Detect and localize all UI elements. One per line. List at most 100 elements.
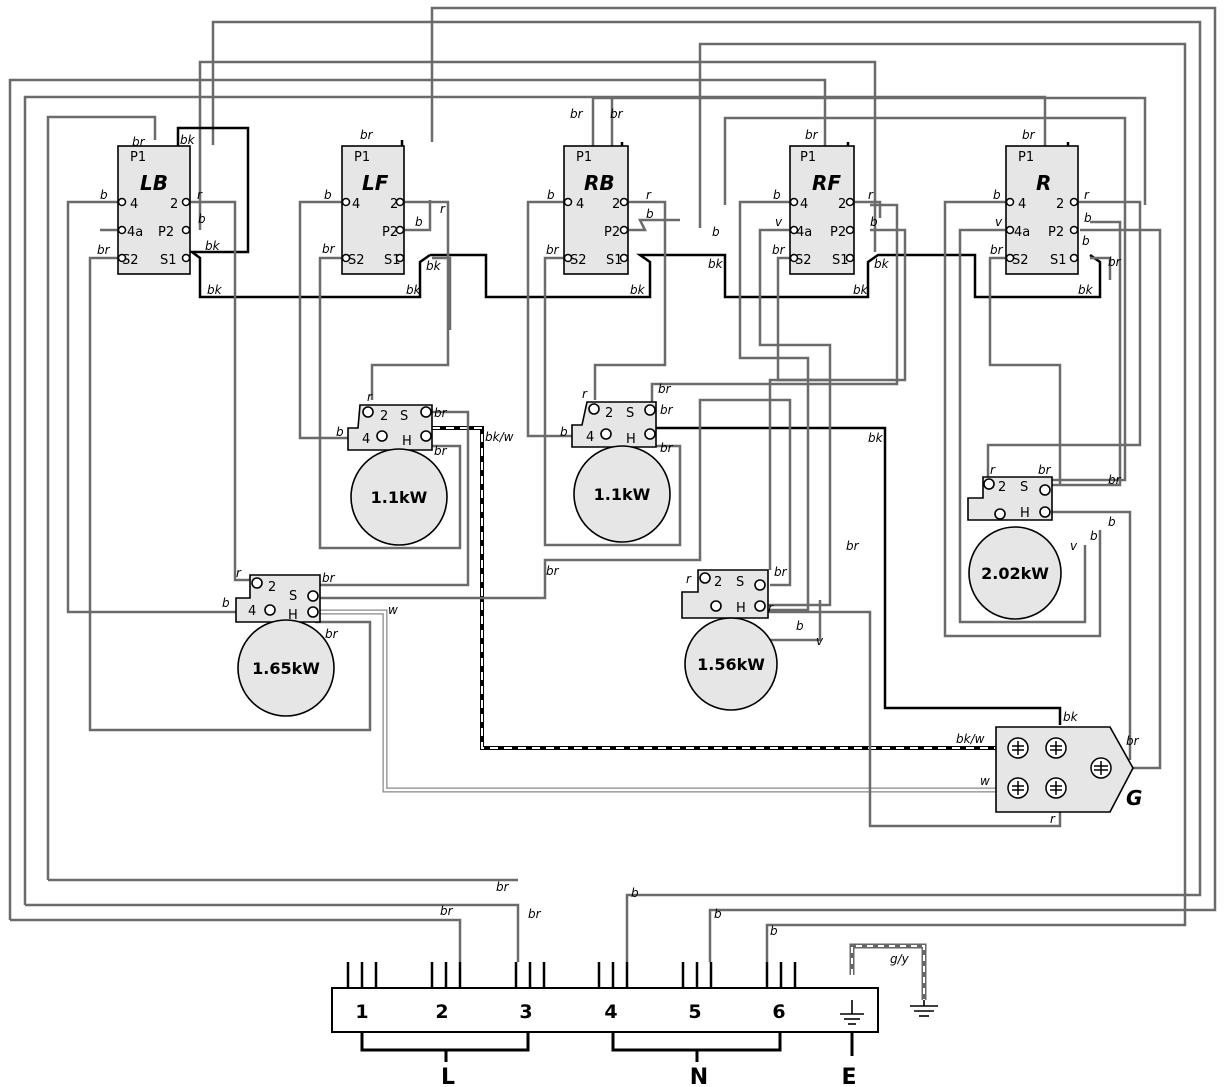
svg-text:H: H (626, 432, 636, 447)
svg-text:4: 4 (576, 197, 584, 212)
svg-text:b: b (324, 188, 332, 202)
svg-text:b: b (631, 886, 639, 900)
svg-text:v: v (1070, 539, 1078, 553)
svg-text:b: b (560, 425, 568, 439)
svg-text:4: 4 (248, 604, 256, 619)
svg-text:bk: bk (406, 283, 422, 297)
svg-text:bk: bk (205, 239, 221, 253)
switch-rf: RF P1 4 2 4a P2 S2 S1 (789, 145, 855, 275)
glow-unit: G (995, 726, 1142, 813)
svg-text:b: b (415, 215, 423, 229)
svg-text:bk: bk (868, 431, 884, 445)
svg-text:r: r (197, 188, 203, 202)
svg-text:S: S (289, 589, 297, 604)
svg-text:br: br (440, 904, 454, 918)
svg-text:2: 2 (268, 580, 276, 595)
svg-text:w: w (388, 603, 398, 617)
hotplate-rb: 2 S 4 H 1.1kW (571, 401, 671, 543)
power-rating: 1.56kW (697, 655, 765, 674)
svg-text:S2: S2 (122, 253, 139, 268)
svg-text:S: S (400, 409, 408, 424)
svg-text:4a: 4a (796, 225, 812, 240)
gy-wire (849, 943, 927, 1000)
svg-text:br: br (1126, 734, 1140, 748)
svg-text:b: b (770, 924, 778, 938)
svg-text:br: br (360, 128, 374, 142)
svg-text:bk: bk (1078, 283, 1094, 297)
svg-text:P2: P2 (382, 225, 398, 240)
terminal-label: 5 (688, 1001, 701, 1023)
svg-text:r: r (646, 188, 652, 202)
hotplate-rf: 2 S H 4 4a 1.56kW (681, 569, 778, 711)
svg-text:S1: S1 (160, 253, 177, 268)
w-wire (315, 609, 1000, 793)
svg-text:bk/w: bk/w (485, 430, 514, 444)
power-rating: 1.1kW (594, 485, 651, 504)
switch-rb: RB P1 4 2 P2 S2 S1 (563, 145, 629, 275)
power-rating: 2.02kW (981, 564, 1049, 583)
internal-wires (66, 200, 1162, 828)
switch-lb: LB P1 4 2 4a P2 S2 S1 (117, 145, 191, 275)
svg-text:g/y: g/y (890, 952, 910, 966)
terminal-label: 1 (355, 1001, 368, 1023)
svg-text:br: br (434, 406, 448, 420)
svg-text:bk/w: bk/w (956, 732, 985, 746)
svg-text:P1: P1 (800, 150, 816, 165)
switch-title: LF (362, 171, 389, 195)
svg-text:w: w (980, 774, 990, 788)
svg-text:bk: bk (426, 259, 442, 273)
svg-text:2: 2 (838, 197, 846, 212)
svg-text:S1: S1 (606, 253, 623, 268)
svg-text:P2: P2 (604, 225, 620, 240)
svg-text:b: b (1082, 234, 1090, 248)
switch-title: R (1036, 171, 1051, 195)
svg-text:4a: 4a (1014, 225, 1030, 240)
svg-text:br: br (325, 627, 339, 641)
bkw-wire (432, 426, 1000, 750)
svg-text:br: br (496, 880, 510, 894)
switch-title: RF (812, 171, 841, 195)
svg-text:bk: bk (630, 283, 646, 297)
svg-text:br: br (658, 382, 672, 396)
svg-text:br: br (1022, 128, 1036, 142)
switch-r: R P1 4 2 4a P2 S2 S1 (1005, 145, 1079, 275)
svg-text:bk: bk (874, 257, 890, 271)
svg-text:br: br (322, 571, 336, 585)
svg-text:H: H (288, 608, 298, 623)
earth-label: E (841, 1065, 856, 1087)
svg-text:br: br (805, 128, 819, 142)
svg-text:S2: S2 (795, 253, 812, 268)
svg-text:bk: bk (1063, 710, 1079, 724)
svg-text:P1: P1 (354, 150, 370, 165)
svg-text:2: 2 (998, 480, 1006, 495)
svg-text:r: r (440, 202, 446, 216)
terminal-block: 1 2 3 4 5 6 L N E (331, 962, 938, 1087)
svg-text:r: r (236, 566, 242, 580)
svg-text:H: H (1020, 506, 1030, 521)
svg-text:b: b (547, 188, 555, 202)
svg-text:H: H (736, 601, 746, 616)
svg-text:br: br (772, 243, 786, 257)
svg-text:2: 2 (714, 575, 722, 590)
svg-text:r: r (367, 390, 373, 404)
svg-text:br: br (546, 243, 560, 257)
svg-text:b: b (993, 188, 1001, 202)
svg-text:S: S (1020, 480, 1028, 495)
svg-text:b: b (1090, 529, 1098, 543)
terminal-label: 4 (604, 1001, 617, 1023)
svg-text:bk: bk (708, 257, 724, 271)
glow-unit-label: G (1126, 786, 1142, 810)
svg-text:r: r (768, 601, 774, 615)
svg-text:4: 4 (1018, 197, 1026, 212)
svg-text:P1: P1 (1018, 150, 1034, 165)
svg-text:2: 2 (612, 197, 620, 212)
ground-icon (910, 1000, 938, 1017)
hotplate-r: 2 S H 4 4a 2.02kW (967, 476, 1062, 620)
svg-text:2: 2 (605, 406, 613, 421)
hotplate-lb: 2 S 4 H 4 4a 1.65kW (235, 574, 335, 717)
svg-text:2: 2 (170, 197, 178, 212)
svg-text:b: b (870, 215, 878, 229)
svg-text:b: b (1084, 211, 1092, 225)
svg-text:br: br (610, 107, 624, 121)
